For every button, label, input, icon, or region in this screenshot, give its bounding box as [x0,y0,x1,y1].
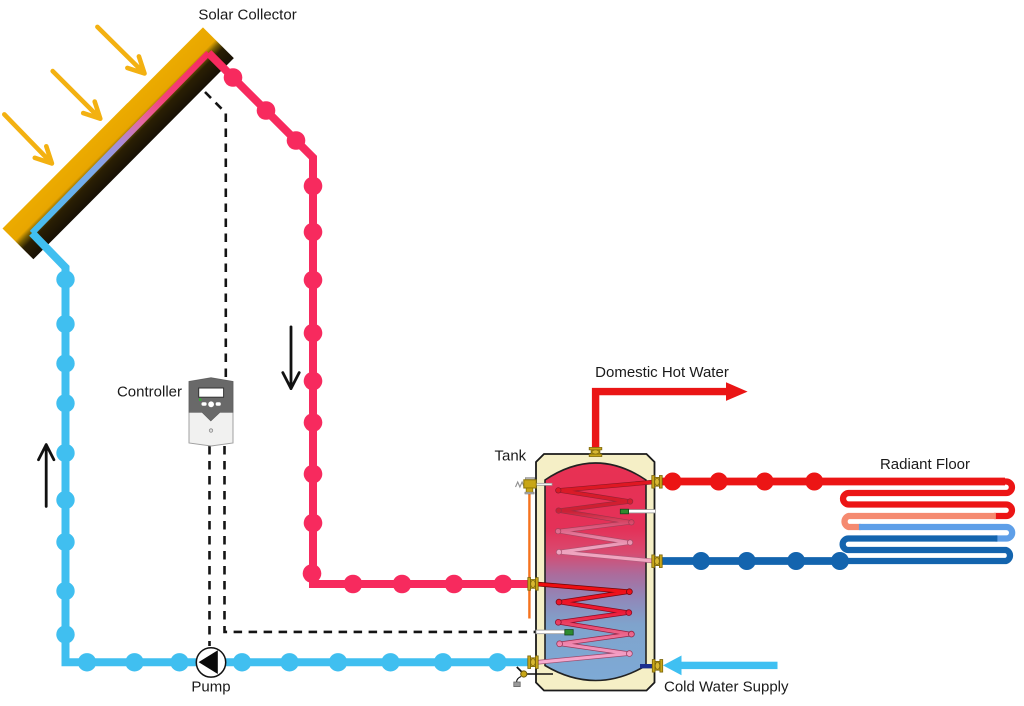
svg-text:Pump: Pump [191,679,230,696]
svg-text:Radiant Floor: Radiant Floor [880,456,970,473]
svg-text:Solar Collector: Solar Collector [198,7,296,24]
svg-text:Cold Water Supply: Cold Water Supply [664,679,789,696]
svg-text:Tank: Tank [495,448,527,465]
svg-text:Controller: Controller [117,384,182,401]
svg-text:Domestic Hot Water: Domestic Hot Water [595,364,729,381]
